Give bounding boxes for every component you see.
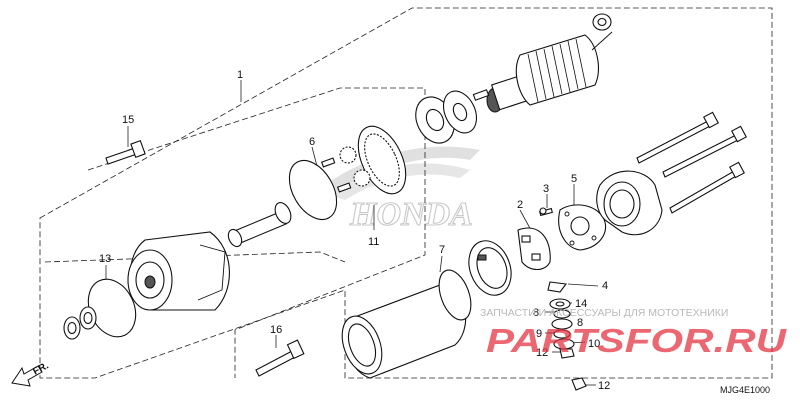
brush-ring	[468, 240, 512, 296]
oil-seals	[63, 306, 97, 340]
nut-washer-stack	[549, 298, 575, 359]
callout-14: 14	[575, 298, 587, 310]
callout-12-upper: 12	[536, 347, 548, 359]
callout-15: 15	[122, 114, 134, 126]
callout-10: 10	[588, 338, 600, 350]
callout-9: 9	[536, 328, 542, 340]
washer-top	[592, 13, 612, 31]
callout-11: 11	[368, 236, 379, 248]
front-housing	[127, 231, 230, 311]
callout-2: 2	[517, 199, 523, 211]
watermark-logo: PARTSFOR.RU	[486, 322, 787, 359]
screw-3	[539, 207, 553, 217]
callout-5: 5	[571, 173, 577, 185]
through-bolts	[636, 111, 747, 214]
pinion-shaft	[227, 202, 292, 248]
callout-7: 7	[439, 244, 445, 256]
site-watermark: ЗАПЧАСТИ И АКСЕССУАРЫ ДЛЯ МОТОТЕХНИКИ PA…	[480, 307, 787, 359]
armature-group-outline	[87, 87, 426, 378]
callout-1: 1	[237, 69, 243, 81]
watermark-tagline: ЗАПЧАСТИ И АКСЕССУАРЫ ДЛЯ МОТОТЕХНИКИ	[480, 307, 728, 319]
callout-8-lower: 8	[577, 317, 583, 329]
outer-group-outline	[39, 7, 773, 379]
callout-16: 16	[270, 324, 282, 336]
fr-label: FR.	[31, 360, 51, 377]
o-ring-6	[288, 159, 338, 221]
callout-13: 13	[99, 253, 111, 265]
bolt-16	[255, 339, 305, 377]
armature	[472, 31, 613, 113]
bolt-15	[105, 140, 146, 165]
washer-set	[415, 90, 478, 144]
brush-holder	[517, 227, 551, 271]
terminal-4	[547, 281, 568, 293]
front-direction-indicator: FR.	[11, 360, 51, 387]
brush-plate	[558, 204, 607, 251]
yoke	[341, 284, 467, 379]
honda-watermark-text: HONDA	[349, 196, 473, 233]
callout-8-upper: 8	[533, 307, 539, 319]
diagram-code: MJG4E1000	[720, 385, 770, 395]
o-ring-7	[438, 269, 472, 321]
rear-cover	[596, 170, 663, 236]
callout-labels: 1 2 3 4 5 6 7 8 8 9 10 11 12 12 13 14 15…	[99, 69, 610, 392]
callout-12-lower: 12	[598, 380, 610, 392]
nut-12-bottom	[571, 377, 587, 391]
planetary-gears	[320, 146, 371, 193]
callout-3: 3	[543, 183, 549, 195]
internal-gear	[357, 125, 407, 195]
callout-6: 6	[309, 136, 315, 148]
callout-4: 4	[602, 280, 608, 292]
